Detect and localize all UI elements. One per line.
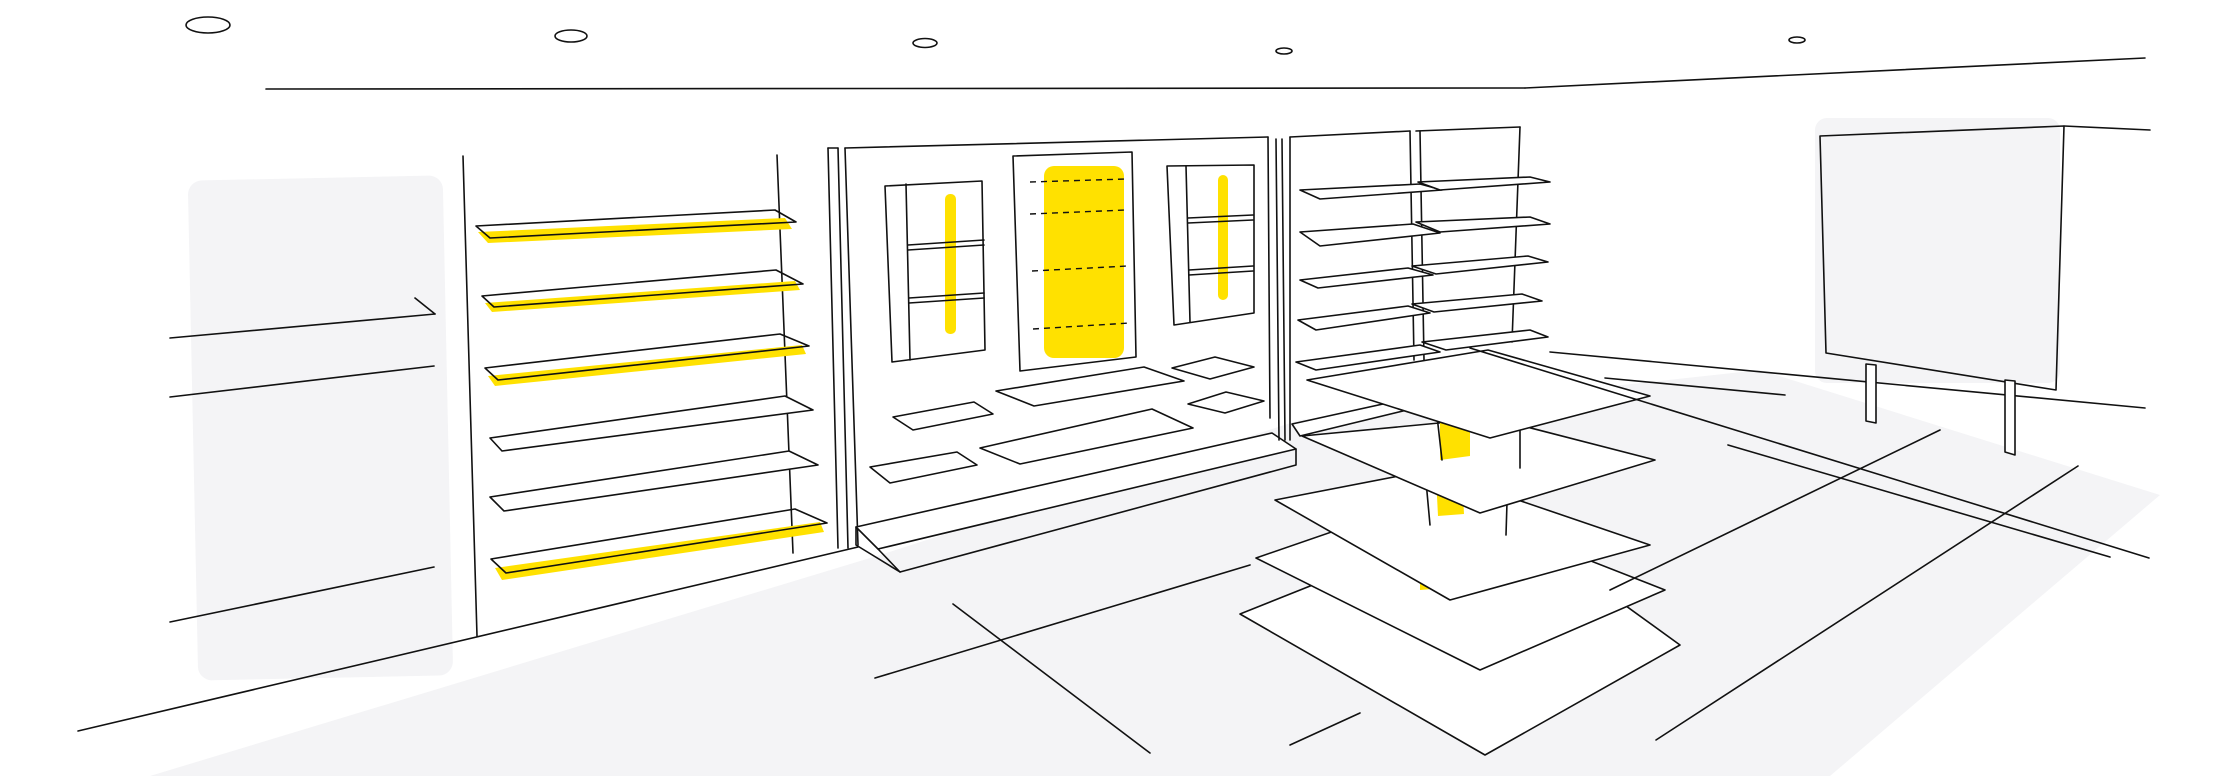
- wall-shelving-unit: [462, 154, 828, 637]
- tiered-display-table: [1239, 349, 1681, 756]
- shelving-tower: [1275, 126, 1551, 441]
- display-counter: [855, 432, 1297, 573]
- left-wall: [77, 297, 859, 732]
- shelf-highlighted: [481, 269, 804, 312]
- wall-cabinet-left: [884, 180, 986, 363]
- wall-board: [1819, 125, 2151, 456]
- poster-panel: [1012, 151, 1137, 372]
- wall-cabinet-right: [1166, 164, 1255, 326]
- wall-plates: [869, 356, 1265, 484]
- shelf: [489, 450, 819, 512]
- display-wall: [827, 136, 1297, 573]
- ceiling-light: [554, 29, 588, 43]
- shelf-highlighted: [490, 508, 828, 580]
- floor-lines: [874, 347, 2150, 754]
- ceiling-light: [912, 37, 938, 49]
- shelf: [489, 395, 814, 452]
- ceiling: [185, 16, 2146, 90]
- ceiling-light: [185, 16, 231, 34]
- ceiling-light: [1788, 36, 1806, 44]
- ceiling-light: [1275, 47, 1293, 55]
- shelf-highlighted: [475, 209, 797, 243]
- shelf-highlighted: [484, 333, 810, 386]
- floor-shading: [150, 118, 2160, 776]
